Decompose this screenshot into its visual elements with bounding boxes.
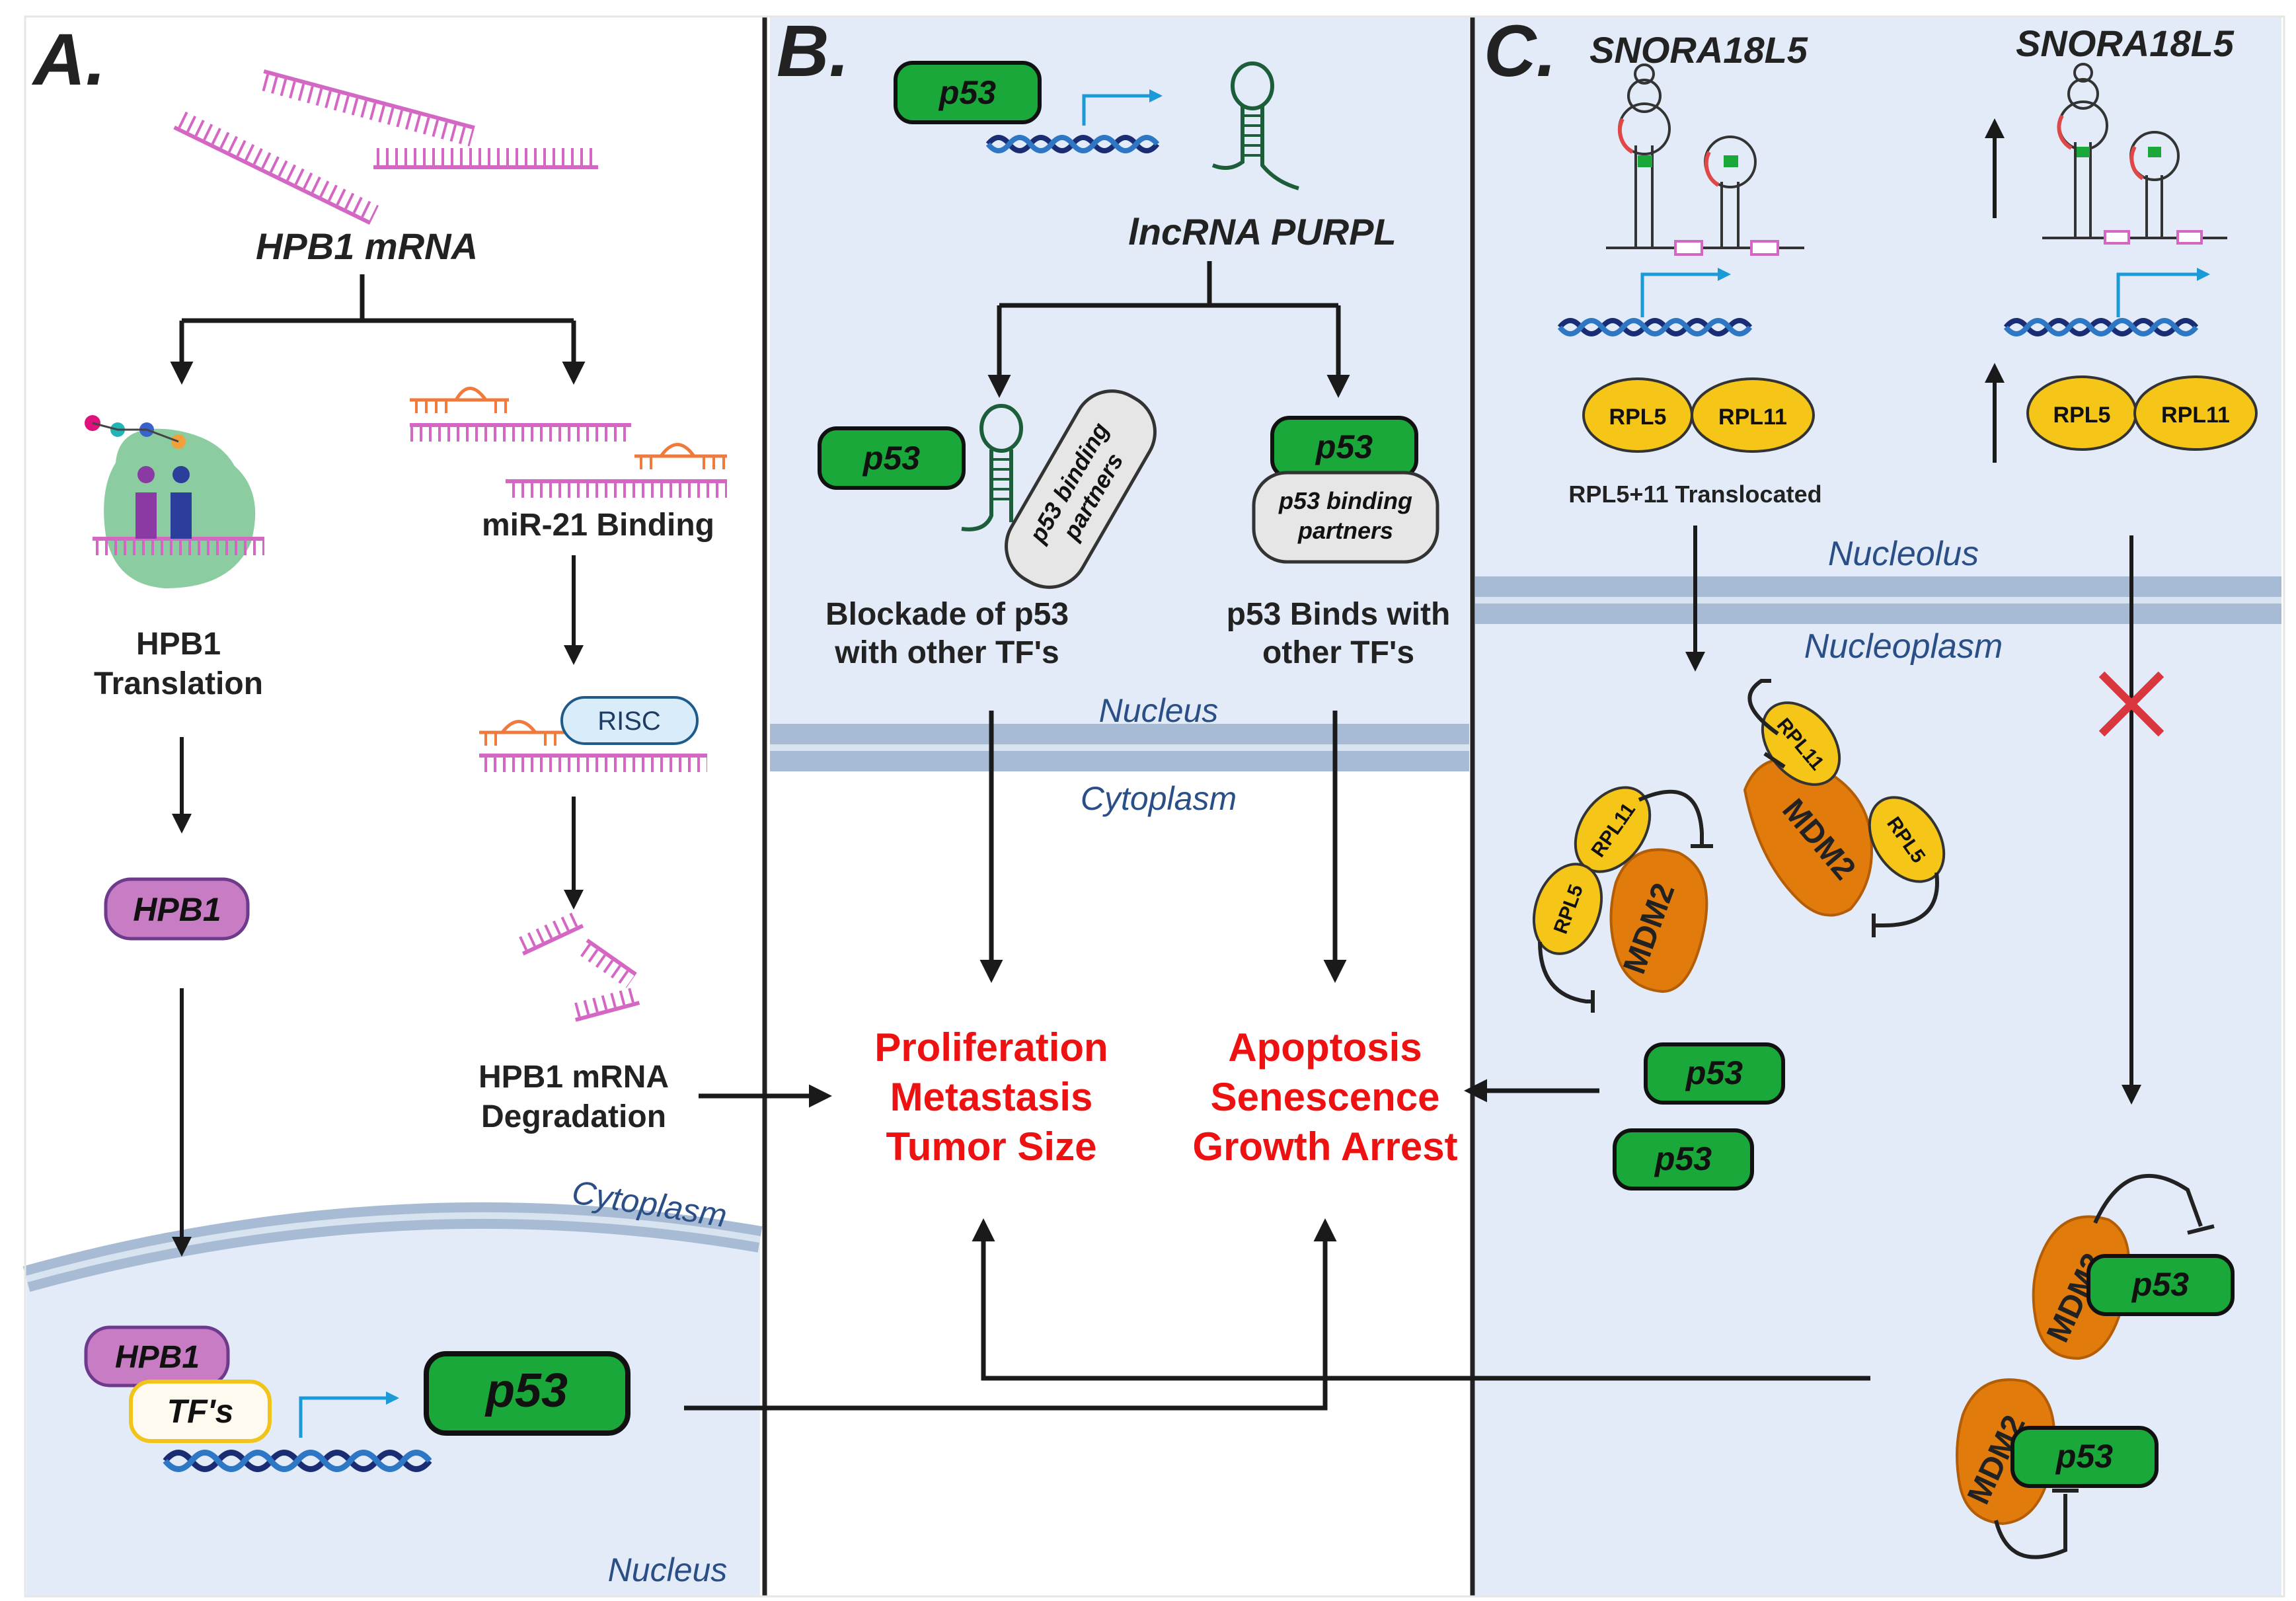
outcomes-left: Proliferation Metastasis Tumor Size: [874, 1025, 1108, 1169]
tfs-box: [129, 1380, 272, 1443]
p53-left-b: [818, 426, 966, 490]
svg-text:Growth Arrest: Growth Arrest: [1192, 1124, 1457, 1169]
panel-b-branch: [987, 261, 1350, 398]
outcomes-right: Apoptosis Senescence Growth Arrest: [1192, 1025, 1457, 1169]
svg-text:TF's: TF's: [167, 1393, 234, 1430]
panel-a-nucleus-bg: [26, 1215, 760, 1596]
svg-text:Tumor Size: Tumor Size: [886, 1124, 1097, 1169]
p53-top-b: [894, 61, 1042, 124]
svg-text:p53: p53: [2131, 1266, 2189, 1303]
mdm2-p53-lower: MDM2 p53: [1956, 1378, 2159, 1559]
mirna-binding-icon: [410, 387, 727, 498]
svg-text:RPL5: RPL5: [1609, 405, 1667, 430]
mdm2-complex-left: MDM2 RPL11 RPL5: [1532, 786, 1713, 1013]
dna-helix-b: [985, 135, 1160, 153]
degraded-mrna-icon: [516, 910, 640, 1022]
mrna-strands: [173, 69, 598, 225]
rpl-pair-left: RPL5 RPL11: [1582, 377, 1815, 453]
risc-box: [560, 696, 699, 745]
translation-label-2: Translation: [94, 666, 263, 701]
mrna-title: HPB1 mRNA: [256, 225, 478, 267]
svg-text:partners: partners: [1297, 517, 1393, 544]
rpl-pair-right: RPL5 RPL11: [2026, 375, 2258, 451]
snora-right-title: SNORA18L5: [2016, 22, 2235, 64]
snora-left-title: SNORA18L5: [1589, 29, 1808, 71]
svg-text:Apoptosis: Apoptosis: [1228, 1025, 1422, 1070]
degradation-label-2: Degradation: [481, 1099, 666, 1134]
snorna-structure-left: [1606, 63, 1804, 256]
risc-complex: RISC: [479, 696, 707, 772]
panel-a-branch: [170, 274, 586, 385]
svg-text:HPB1: HPB1: [115, 1340, 200, 1375]
nucleolus-label: Nucleolus: [1828, 535, 1979, 573]
svg-text:p53: p53: [1685, 1054, 1743, 1091]
p53-free-2: [1613, 1128, 1754, 1191]
transcription-arrow-b: [1082, 89, 1163, 126]
nucleoplasm-label: Nucleoplasm: [1804, 627, 2003, 666]
svg-text:HPB1: HPB1: [133, 891, 221, 928]
svg-text:RPL11: RPL11: [1718, 405, 1787, 430]
p53-free-1: [1644, 1042, 1785, 1105]
svg-text:p53: p53: [1654, 1140, 1712, 1177]
binds-label-2: other TF's: [1262, 635, 1414, 670]
translation-label-1: HPB1: [136, 627, 221, 662]
panel-b: B. p53 lncRNA PURPL p53: [777, 11, 1870, 1381]
panel-a-letter: A.: [31, 19, 106, 100]
dna-helix-a: [163, 1450, 432, 1472]
partners-right-b: p53 binding partners: [1252, 471, 1439, 564]
svg-text:p53: p53: [2055, 1438, 2113, 1475]
blockade-label-2: with other TF's: [834, 635, 1059, 670]
lncrna-label: lncRNA PURPL: [1128, 211, 1397, 253]
mir-binding-label: miR-21 Binding: [482, 508, 714, 543]
binds-label-1: p53 Binds with: [1227, 597, 1451, 632]
snorna-structure-right: [2042, 63, 2227, 245]
lncrna-bound-icon: [961, 404, 1023, 531]
blocked-x-icon: [2098, 671, 2164, 737]
svg-text:p53: p53: [1315, 428, 1373, 465]
panel-c-letter: C.: [1484, 11, 1556, 92]
svg-text:RPL11: RPL11: [2161, 403, 2230, 428]
transcription-arrow-a: [299, 1391, 399, 1438]
panel-a: A. HPB1 mRNA: [31, 19, 1337, 1588]
svg-text:p53: p53: [484, 1364, 568, 1417]
dna-helix-c-right: [2003, 318, 2199, 336]
svg-text:p53: p53: [862, 440, 920, 477]
svg-text:Proliferation: Proliferation: [874, 1025, 1108, 1070]
mdm2-p53-upper: MDM2 p53: [2032, 1173, 2235, 1360]
panel-a-nucleus: Nucleus: [608, 1551, 728, 1588]
svg-text:p53 binding: p53 binding: [1278, 487, 1412, 514]
partners-left-b: p53 binding partners: [1005, 389, 1157, 589]
svg-text:Senescence: Senescence: [1211, 1075, 1440, 1119]
svg-text:p53: p53: [938, 74, 996, 111]
panel-b-nucleus: Nucleus: [1099, 692, 1219, 729]
blockade-label-1: Blockade of p53: [825, 597, 1069, 632]
dna-helix-c-left: [1557, 318, 1753, 336]
svg-text:RISC: RISC: [597, 707, 661, 736]
mdm2-complex-right: MDM2 RPL11 RPL5: [1743, 679, 1946, 937]
svg-text:RPL5: RPL5: [2053, 403, 2111, 428]
p53-nuclear-a: [424, 1351, 631, 1436]
hpb1-protein: [104, 877, 250, 941]
panel-b-letter: B.: [777, 11, 849, 92]
degradation-label-1: HPB1 mRNA: [478, 1060, 669, 1095]
panel-c: C. SNORA18L5 SNORA18L5 RPL5 RPL11: [1464, 11, 2258, 1559]
translocated-label: RPL5+11 Translocated: [1568, 481, 1821, 508]
svg-text:Metastasis: Metastasis: [890, 1075, 1093, 1119]
lncrna-hairpin-icon: [1211, 61, 1299, 190]
panel-b-cytoplasm: Cytoplasm: [1081, 780, 1237, 817]
ribosome-icon: [85, 415, 264, 588]
membranes: [22, 576, 2281, 1292]
panel-dividers: [24, 15, 2285, 1598]
